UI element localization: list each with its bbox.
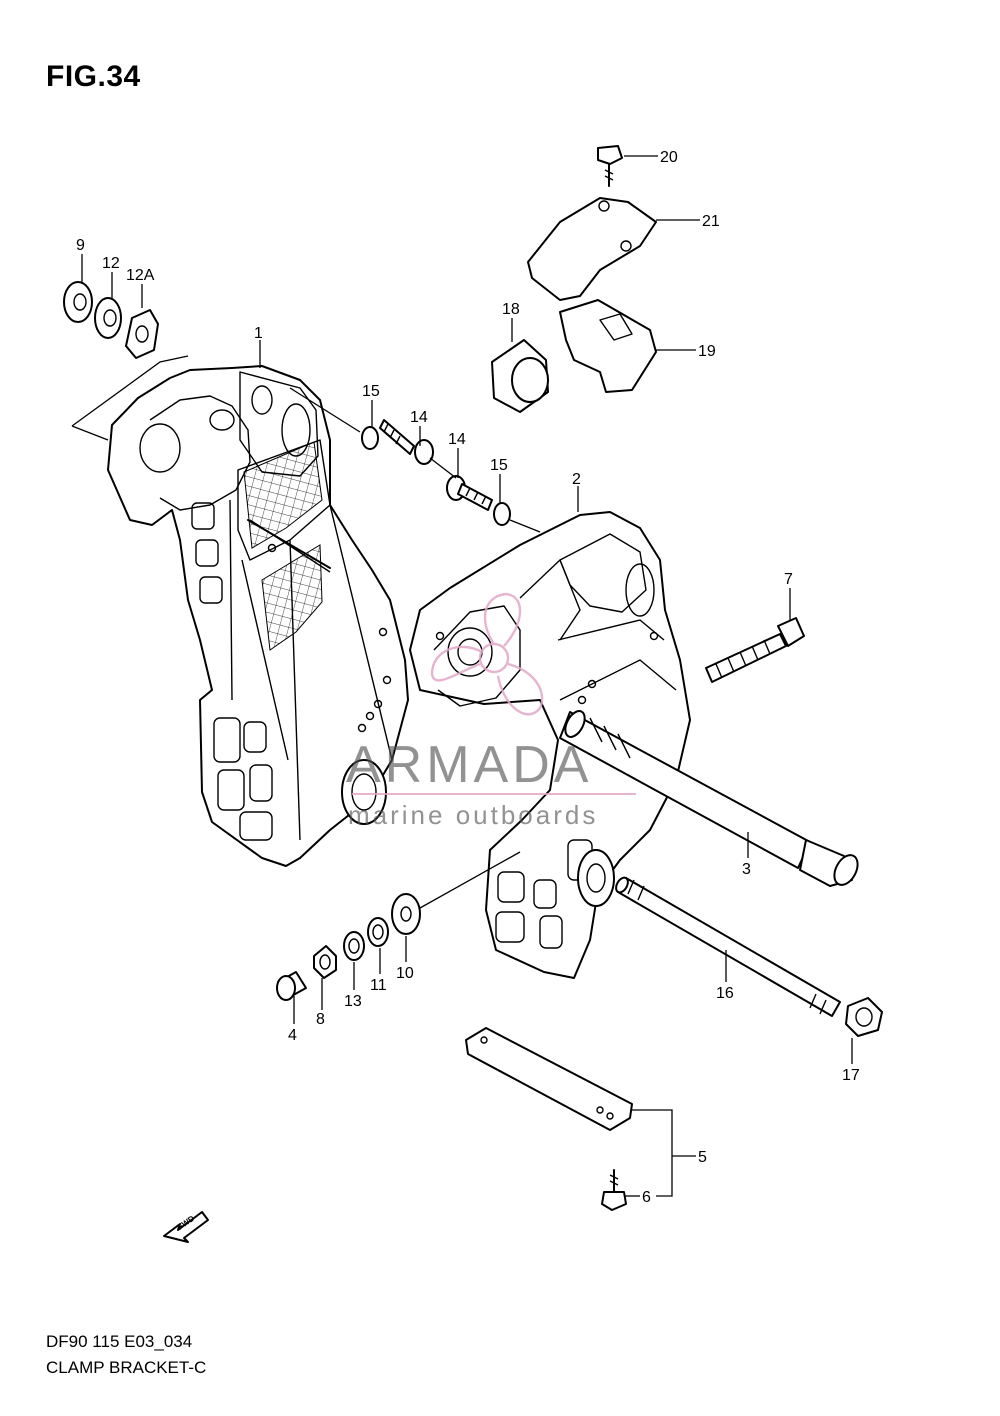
cap-18 (491, 339, 549, 413)
callout-14-right: 14 (448, 431, 466, 448)
callout-14-left: 14 (410, 409, 428, 426)
callout-19: 19 (698, 343, 716, 360)
callout-21: 21 (702, 213, 720, 230)
callout-1: 1 (254, 325, 263, 342)
callout-15-left: 15 (362, 383, 380, 400)
callout-17: 17 (842, 1067, 860, 1084)
tilt-tube (559, 710, 859, 887)
leader-lines (71, 155, 853, 1197)
callout-12: 12 (102, 255, 120, 272)
callout-8: 8 (316, 1011, 325, 1028)
bolt-14-left (379, 419, 434, 465)
diagram-name: CLAMP BRACKET-C (46, 1358, 207, 1377)
callouts: 9 12 12A 1 20 21 18 19 15 14 14 15 2 7 3… (76, 149, 860, 1206)
plate-12a (125, 309, 159, 359)
bolt-7 (705, 617, 805, 683)
callout-15-right: 15 (490, 457, 508, 474)
through-bolt-16 (615, 876, 841, 1017)
fwd-arrow-icon: FWD (163, 1211, 209, 1243)
clamp-bracket-right (409, 511, 691, 979)
callout-18: 18 (502, 301, 520, 318)
propeller-logo-icon (430, 592, 544, 716)
watermark: ARMADA marine outboards (346, 592, 636, 830)
bolt-20 (597, 145, 623, 187)
nut-9 (63, 281, 93, 323)
nut-17 (845, 997, 883, 1037)
figure-title: FIG.34 (46, 60, 141, 93)
bolt-6 (601, 1169, 627, 1211)
callout-12a: 12A (126, 267, 155, 284)
callout-9: 9 (76, 237, 85, 254)
cover-21 (527, 197, 657, 301)
callout-11: 11 (370, 977, 387, 994)
bracket-19 (559, 299, 657, 393)
callout-3: 3 (742, 861, 751, 878)
washer-stack (276, 893, 421, 1001)
callout-2: 2 (572, 471, 581, 488)
clamp-bracket-left (107, 365, 409, 867)
callout-7: 7 (784, 571, 793, 588)
callout-4: 4 (288, 1027, 297, 1044)
callout-20: 20 (660, 149, 678, 166)
washer-15-left (361, 426, 379, 450)
watermark-brand: ARMADA (346, 736, 592, 794)
bolt-14-right (446, 475, 493, 511)
watermark-tagline: marine outboards (348, 800, 598, 830)
washer-12 (94, 297, 122, 339)
callout-13: 13 (344, 993, 362, 1010)
callout-5: 5 (698, 1149, 707, 1166)
washer-15-right (493, 502, 511, 526)
callout-10: 10 (396, 965, 414, 982)
diagram-code: DF90 115 E03_034 (46, 1332, 193, 1351)
anode-5 (465, 1027, 633, 1131)
callout-16: 16 (716, 985, 734, 1002)
callout-6: 6 (642, 1189, 651, 1206)
